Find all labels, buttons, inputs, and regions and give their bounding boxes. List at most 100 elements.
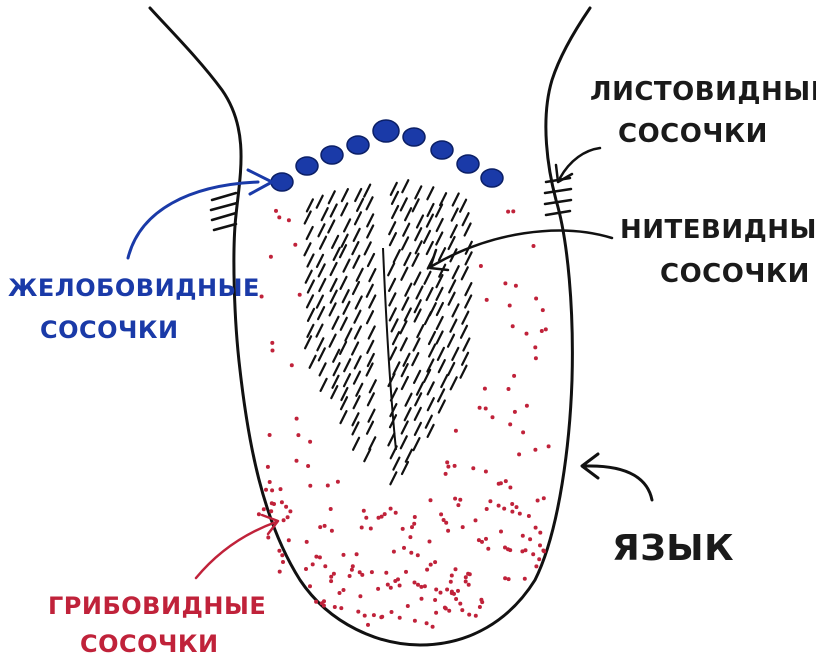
filiform-papilla bbox=[414, 273, 420, 285]
fungiform-papilla bbox=[369, 527, 373, 531]
filiform-papilla bbox=[429, 345, 435, 357]
fungiform-papilla bbox=[413, 515, 417, 519]
fungiform-papilla bbox=[277, 215, 281, 219]
fungiform-papilla bbox=[402, 546, 406, 550]
fungiform-papilla bbox=[287, 538, 291, 542]
fungiform-papilla bbox=[518, 512, 522, 516]
filiform-papilla bbox=[465, 296, 471, 308]
fungiform-papilla bbox=[286, 515, 290, 519]
fungiform-papilla bbox=[358, 570, 362, 574]
filiform-papilla bbox=[405, 309, 411, 321]
fungiform-papilla bbox=[456, 589, 460, 593]
filiform-papilla bbox=[307, 227, 313, 239]
filiform-papilla bbox=[389, 222, 395, 234]
fungiform-papilla bbox=[350, 568, 354, 572]
fungiform-papilla bbox=[512, 374, 516, 378]
fungiform-papilla bbox=[410, 525, 414, 529]
fungiform-papilla bbox=[537, 557, 541, 561]
fungiform-papilla bbox=[454, 567, 458, 571]
filiform-papilla bbox=[438, 389, 444, 401]
filiform-papilla bbox=[329, 191, 335, 203]
fungiform-papilla bbox=[542, 496, 546, 500]
fungiform-papilla bbox=[423, 584, 427, 588]
fungiform-papilla bbox=[468, 572, 472, 576]
fungiform-papilla bbox=[425, 568, 429, 572]
fungiform-papilla bbox=[268, 480, 272, 484]
filiform-papilla bbox=[436, 233, 442, 245]
fungiform-papilla bbox=[270, 341, 274, 345]
filiform-papilla bbox=[414, 438, 420, 450]
filiform-papilla bbox=[390, 472, 396, 484]
fungiform-papilla bbox=[271, 349, 275, 353]
fungiform-papilla bbox=[393, 579, 397, 583]
filiform-papilla bbox=[413, 199, 419, 211]
fungiform-papilla bbox=[406, 604, 410, 608]
filiform-papilla bbox=[319, 224, 325, 236]
fungiform-papilla bbox=[358, 594, 362, 598]
fungiform-papilla bbox=[474, 518, 478, 522]
fungiform-papilla bbox=[439, 512, 443, 516]
fungiform-papilla bbox=[485, 507, 489, 511]
vallate-papilla bbox=[403, 128, 425, 146]
filiform-papilla bbox=[427, 242, 433, 254]
filiform-papilla bbox=[354, 311, 360, 323]
filiform-papilla bbox=[412, 353, 418, 365]
fungiform-papilla bbox=[484, 407, 488, 411]
fungiform-papilla bbox=[270, 488, 274, 492]
fungiform-papilla bbox=[511, 209, 515, 213]
fungiform-papilla bbox=[322, 604, 326, 608]
filiform-papilla bbox=[417, 325, 423, 337]
fungiform-papilla bbox=[515, 505, 519, 509]
fungiform-papilla bbox=[467, 583, 471, 587]
fungiform-papilla bbox=[433, 560, 437, 564]
fungiform-papilla bbox=[404, 570, 408, 574]
filiform-papilla bbox=[354, 396, 360, 408]
filiform-papilla bbox=[333, 317, 339, 329]
filiform-papilla bbox=[402, 377, 408, 389]
filiform-arrow bbox=[432, 231, 612, 266]
fungiform-papilla bbox=[444, 472, 448, 476]
fungiform-papilla bbox=[280, 553, 284, 557]
fungiform-papilla bbox=[541, 308, 545, 312]
fungiform-papilla bbox=[360, 526, 364, 530]
foliate-papillae-left bbox=[211, 193, 237, 230]
fungiform-papilla bbox=[419, 585, 423, 589]
fungiform-papilla bbox=[314, 555, 318, 559]
fungiform-papilla bbox=[409, 551, 413, 555]
fungiform-papilla bbox=[390, 610, 394, 614]
fungiform-papilla bbox=[392, 550, 396, 554]
filiform-papilla bbox=[388, 263, 394, 275]
fungiform-papilla bbox=[510, 510, 514, 514]
fungiform-papilla bbox=[364, 516, 368, 520]
fungiform-papilla bbox=[507, 387, 511, 391]
filiform-papilla bbox=[449, 280, 455, 292]
fungiform-papilla bbox=[508, 304, 512, 308]
filiform-papilla bbox=[439, 401, 445, 413]
filiform-papilla bbox=[317, 325, 323, 337]
fungiform-papilla bbox=[332, 572, 336, 576]
filiform-label-line2: СОСОЧКИ bbox=[660, 259, 810, 289]
filiform-papilla bbox=[317, 255, 323, 267]
fungiform-papilla bbox=[483, 387, 487, 391]
fungiform-papilla bbox=[257, 512, 261, 516]
filiform-papilla bbox=[333, 350, 339, 362]
fungiform-papilla bbox=[479, 264, 483, 268]
fungiform-papilla bbox=[533, 345, 537, 349]
filiform-papilla bbox=[436, 205, 442, 217]
fungiform-papilla bbox=[531, 552, 535, 556]
filiform-papillae bbox=[305, 180, 472, 484]
filiform-papilla bbox=[317, 296, 323, 308]
fungiform-papilla bbox=[544, 327, 548, 331]
filiform-papilla bbox=[392, 206, 398, 218]
filiform-papilla bbox=[365, 242, 371, 254]
fungiform-papilla bbox=[474, 614, 478, 618]
filiform-papilla bbox=[404, 253, 410, 265]
filiform-papilla bbox=[401, 338, 407, 350]
filiform-papilla bbox=[344, 260, 350, 272]
fungiform-papilla bbox=[429, 498, 433, 502]
fungiform-papilla bbox=[508, 422, 512, 426]
fungiform-papilla bbox=[298, 293, 302, 297]
fungiform-papilla bbox=[503, 576, 507, 580]
vallate-papilla bbox=[271, 173, 293, 191]
filiform-papilla bbox=[305, 243, 311, 255]
